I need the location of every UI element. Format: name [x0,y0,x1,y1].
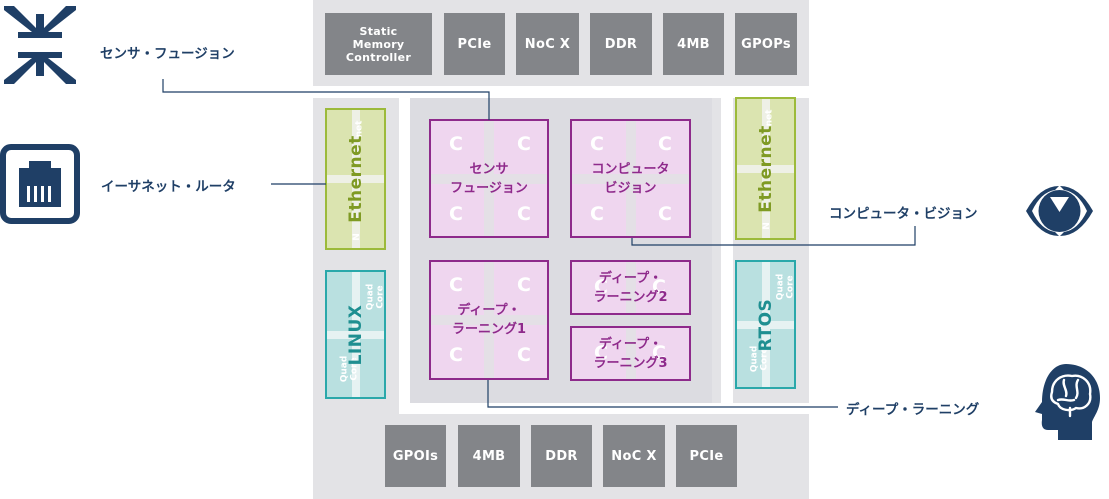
deep-learning-3-label: ディープ・ ラーニング3 [593,336,668,371]
computer-vision-connector [631,226,916,246]
cluster-divider [625,328,636,379]
4mb-block-top: 4MB [663,13,724,75]
block-divider [737,164,794,173]
deep-learning-connector [487,380,838,408]
core-glyph: C [658,203,672,225]
deep-learning-2-label: ディープ・ ラーニング2 [593,270,668,305]
upper-interconnect-band [313,86,809,98]
cluster-divider [625,262,636,313]
core-glyph: C [652,342,666,364]
core-glyph: C [590,203,604,225]
rtos-block: Quad Core Quad Core RTOS [735,260,796,389]
deep-learning-1-label: ディープ・ ラーニング1 [451,303,527,337]
block-divider [327,330,384,339]
deep-learning-1-cluster: C C C C ディープ・ ラーニング1 [429,260,549,380]
computer-vision-label: コンピュータ ビジョン [591,161,670,196]
cluster-divider [431,315,547,325]
block-divider [327,175,384,183]
sensor-fusion-connector [162,79,490,120]
gpops-block: GPOPs [735,13,797,75]
eye-icon [1026,186,1093,236]
core-glyph: C [449,133,463,155]
ethernet-block-left: N net Ethernet [325,108,386,250]
cluster-divider [431,173,547,184]
noc-x-block-bottom: NoC X [603,425,665,487]
left-interconnect-band [399,98,410,414]
block-divider [737,320,794,329]
core-glyph: C [517,344,531,366]
computer-vision-cluster: C C C C コンピュータ ビジョン [570,119,691,238]
arrows-converge-icon [4,6,76,84]
noc-x-block-top: NoC X [516,13,579,75]
core-glyph: C [590,133,604,155]
4mb-block-bottom: 4MB [458,425,520,487]
sensor-fusion-label: センサ フュージョン [450,161,528,196]
brain-head-icon [1035,364,1100,440]
computer-vision-callout: コンピュータ・ビジョン [829,206,978,222]
ethernet-block-right: N net Ethernet [735,97,796,240]
core-glyph: C [517,274,531,296]
cluster-divider [572,173,689,184]
sensor-fusion-callout: センサ・フュージョン [100,46,235,62]
linux-block: Quad Core Quad Core LINUX [325,270,386,399]
core-glyph: C [449,274,463,296]
sensor-fusion-cluster: C C C C センサ フュージョン [429,119,549,238]
lower-interconnect-band [399,403,809,414]
core-glyph: C [517,133,531,155]
deep-learning-3-cluster: C C ディープ・ ラーニング3 [570,326,691,381]
core-glyph: C [449,203,463,225]
core-glyph: C [658,133,672,155]
ethernet-router-callout: イーサネット・ルータ [101,179,236,195]
pcie-block-bottom: PCIe [676,425,737,487]
pcie-block-top: PCIe [444,13,505,75]
gpois-block: GPOIs [385,425,446,487]
ethernet-port-icon [0,144,80,224]
ddr-block-bottom: DDR [531,425,592,487]
core-glyph: C [652,276,666,298]
core-glyph: C [517,203,531,225]
deep-learning-2-cluster: C C ディープ・ ラーニング2 [570,260,691,315]
deep-learning-callout: ディープ・ラーニング [846,402,980,418]
static-memory-controller-block: Static Memory Controller [325,13,432,75]
core-glyph: C [449,344,463,366]
ddr-block-top: DDR [590,13,652,75]
core-glyph: C [594,276,608,298]
core-glyph: C [594,342,608,364]
